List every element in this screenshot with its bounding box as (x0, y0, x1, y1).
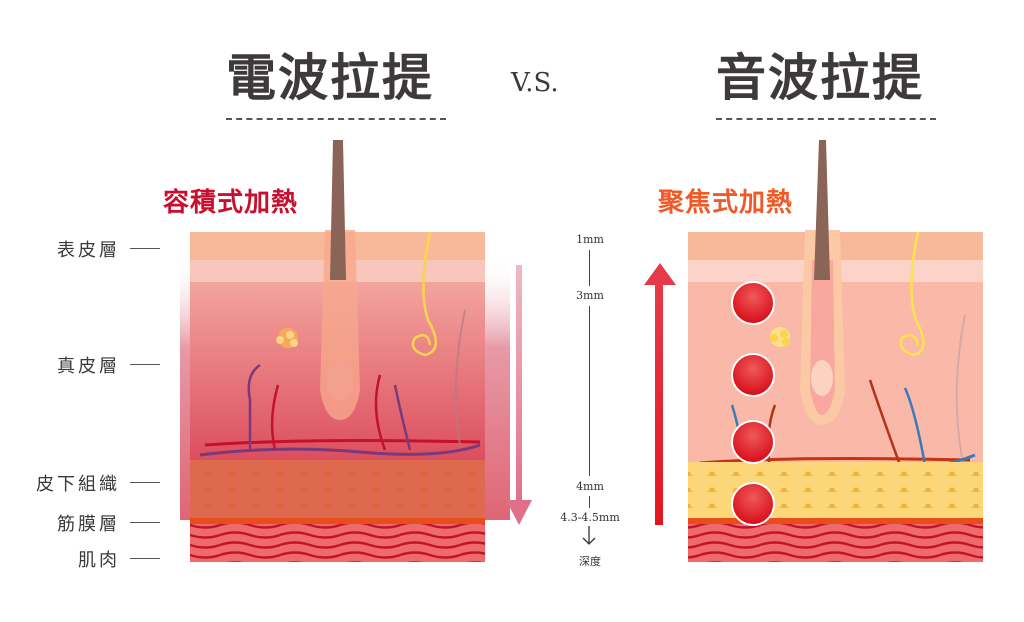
depth-mark-4-3-4-5mm: 4.3-4.5mm (560, 511, 620, 524)
layer-label-epidermis: 表皮層 (57, 240, 120, 261)
layer-label-dermis: 真皮層 (57, 356, 120, 377)
right-title: 音波拉提 (716, 49, 924, 107)
right-title-underline (716, 118, 936, 120)
subcutaneous-layer (190, 460, 485, 518)
left-skin-diagram (160, 140, 550, 580)
layer-label-subcutaneous: 皮下組織 (36, 474, 120, 495)
layer-tick-subcutaneous (130, 482, 160, 483)
layer-tick-dermis (130, 364, 160, 365)
left-title-underline (226, 118, 446, 120)
depth-scale-line (589, 250, 590, 286)
focus-point-4-5mm (731, 482, 775, 526)
depth-scale-line (589, 306, 590, 476)
rf-depth-arrow (516, 265, 522, 505)
depth-mark-1mm: 1mm (576, 233, 604, 246)
fascia-layer (190, 518, 485, 524)
focus-point-1mm (731, 281, 775, 325)
layer-label-fascia: 筋膜層 (57, 514, 120, 535)
left-subtitle: 容積式加熱 (163, 188, 299, 218)
right-skin-diagram (640, 140, 990, 580)
muscle-layer (190, 524, 485, 562)
right-subtitle: 聚焦式加熱 (658, 188, 794, 218)
vs-label: V.S. (511, 68, 559, 98)
depth-mark-3mm: 3mm (576, 289, 604, 302)
fascia-layer (688, 518, 983, 524)
left-title: 電波拉提 (226, 49, 434, 107)
depth-axis-label: 深度 (579, 555, 601, 568)
ultrasound-depth-arrow (655, 285, 663, 525)
layer-label-muscle: 肌肉 (78, 550, 120, 571)
focus-point-4mm (731, 420, 775, 464)
depth-arrow-down-icon (582, 526, 596, 546)
depth-mark-4mm: 4mm (576, 480, 604, 493)
layer-tick-fascia (130, 522, 160, 523)
depth-scale-line (589, 496, 590, 508)
muscle-layer (688, 524, 983, 562)
ultrasound-arrow-head (644, 263, 676, 285)
layer-tick-muscle (130, 558, 160, 559)
layer-tick-epidermis (130, 248, 160, 249)
focus-point-3mm (731, 353, 775, 397)
